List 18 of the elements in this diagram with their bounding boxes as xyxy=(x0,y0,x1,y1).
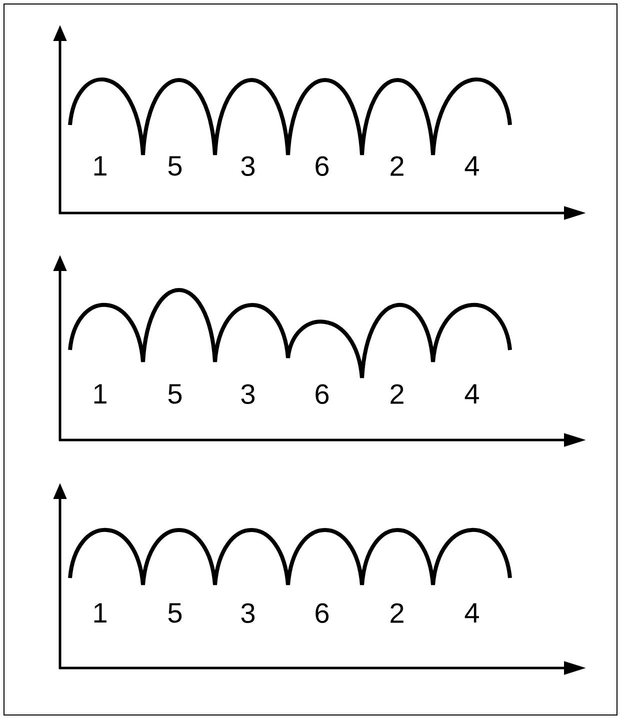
curve-label: 6 xyxy=(316,603,329,624)
curve-label: 2 xyxy=(390,156,404,176)
curve-label: 1 xyxy=(94,603,106,622)
curve-label: 3 xyxy=(241,156,255,176)
curve-label: 4 xyxy=(464,156,479,176)
curve-label: 1 xyxy=(94,384,106,404)
curve-label: 5 xyxy=(168,384,182,404)
curve-label: 2 xyxy=(390,603,404,623)
curve-label: 1 xyxy=(94,156,106,176)
curve-label: 5 xyxy=(168,603,182,623)
curve-label: 4 xyxy=(464,603,479,622)
curve-label: 5 xyxy=(168,156,182,176)
curve-label: 3 xyxy=(241,603,255,624)
curve-label: 6 xyxy=(316,156,329,176)
curve-label: 4 xyxy=(464,384,479,404)
curve-label: 3 xyxy=(241,384,255,404)
curve-label: 6 xyxy=(316,384,329,404)
curve-label: 2 xyxy=(390,384,404,404)
